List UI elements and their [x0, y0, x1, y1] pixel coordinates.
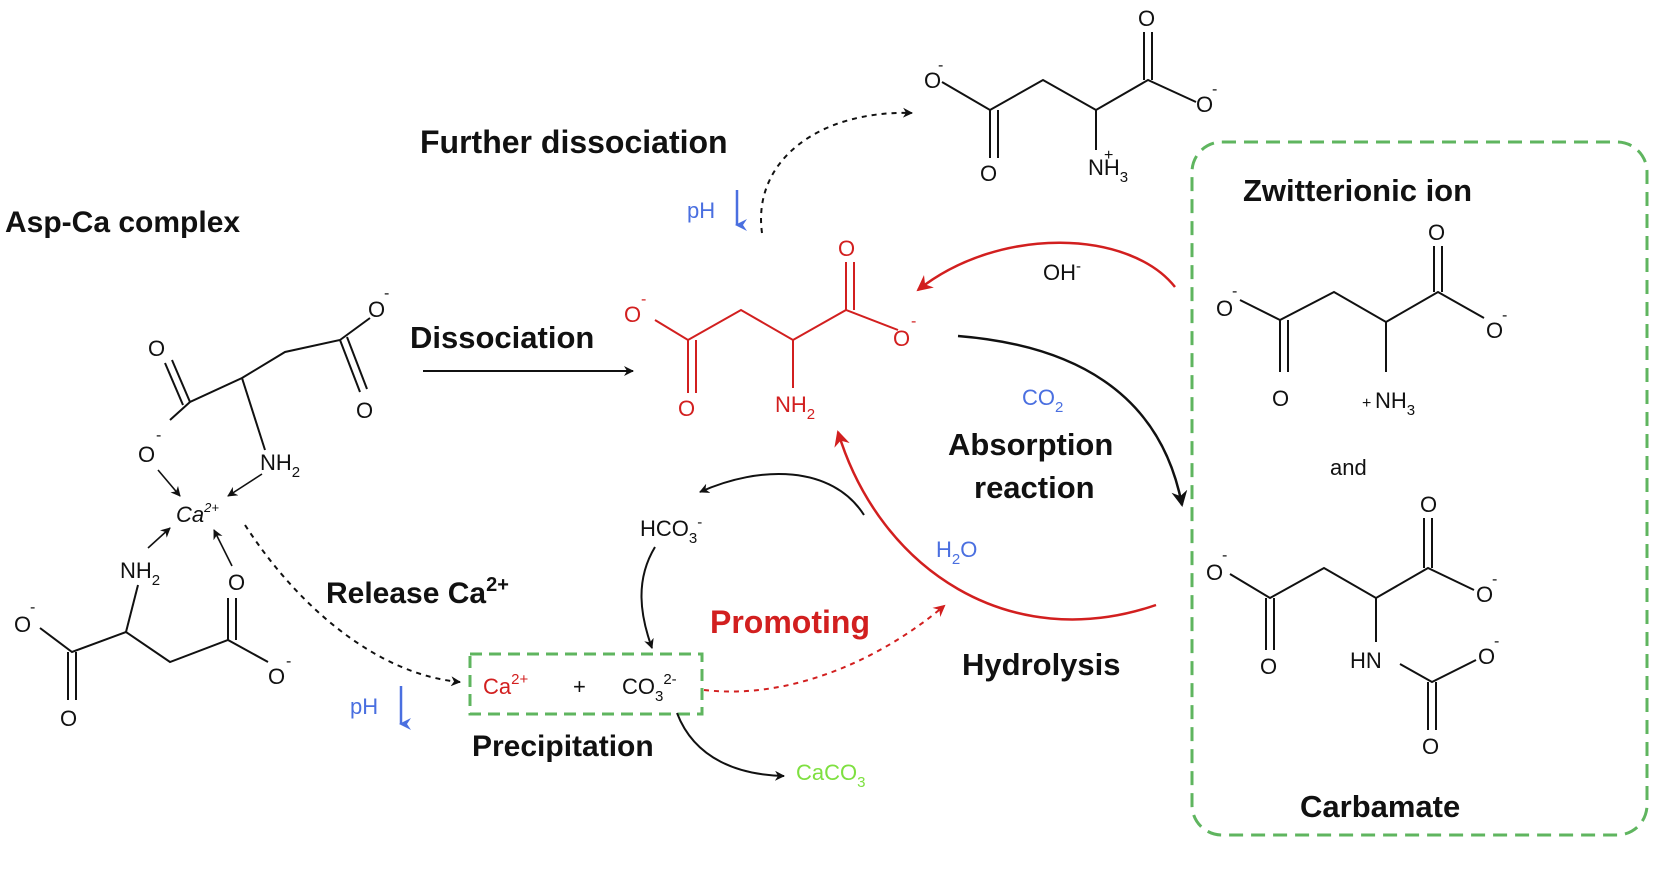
h2o-label: H2O	[936, 537, 977, 568]
precipitation-box	[468, 652, 704, 716]
svg-text:-: -	[1494, 633, 1499, 650]
ph-down-top: pH	[687, 190, 747, 231]
svg-text:O: O	[368, 297, 385, 322]
svg-text:NH2: NH2	[120, 558, 160, 589]
svg-text:O: O	[924, 68, 941, 93]
svg-text:+: +	[1104, 147, 1113, 164]
hco3-label: HCO3-	[640, 514, 702, 547]
aspartate-top	[941, 32, 1197, 158]
svg-text:O: O	[1138, 6, 1155, 31]
oh-label: OH-	[1043, 258, 1081, 285]
svg-text:O: O	[893, 326, 910, 351]
svg-text:-: -	[286, 653, 291, 670]
svg-text:NH3: NH3	[1375, 388, 1415, 419]
carbamate-molecule	[1229, 518, 1477, 730]
asp-ca-complex-label: Asp-Ca complex	[5, 206, 240, 239]
reaction-label: reaction	[974, 470, 1095, 505]
svg-text:O: O	[1260, 654, 1277, 679]
co3-label: CO32-	[622, 671, 677, 705]
zwitterion-atoms: O - O O O - + NH3	[1216, 220, 1507, 419]
svg-text:-: -	[938, 57, 943, 74]
svg-text:-: -	[156, 427, 161, 444]
svg-text:-: -	[1222, 547, 1227, 564]
svg-text:O: O	[1422, 734, 1439, 759]
carbamate-label: Carbamate	[1300, 789, 1460, 824]
svg-text:O: O	[624, 302, 641, 327]
promoting-label: Promoting	[710, 604, 870, 640]
svg-text:-: -	[384, 285, 389, 302]
caco3-arrow	[676, 712, 785, 781]
hco3-to-co3-arrow	[640, 546, 656, 649]
and-label: and	[1330, 455, 1367, 480]
promoting-arrow	[703, 604, 946, 693]
dissociation-label: Dissociation	[410, 320, 594, 355]
svg-text:O: O	[1476, 582, 1493, 607]
carbamate-atoms: O - O O O - HN O - O	[1206, 492, 1499, 759]
svg-text:NH2: NH2	[775, 392, 815, 423]
svg-text:O: O	[228, 570, 245, 595]
ph-text-bottom: pH	[350, 694, 378, 719]
products-box	[1190, 140, 1649, 837]
precipitation-label: Precipitation	[472, 730, 654, 763]
svg-text:O: O	[356, 398, 373, 423]
svg-text:O: O	[1420, 492, 1437, 517]
ph-down-bottom: pH	[350, 686, 411, 730]
svg-text:O: O	[138, 442, 155, 467]
svg-text:O: O	[1428, 220, 1445, 245]
svg-text:+: +	[1362, 395, 1371, 412]
aspartate-dianion-red	[654, 262, 899, 393]
svg-text:HN: HN	[1350, 648, 1382, 673]
svg-text:O: O	[1478, 644, 1495, 669]
release-ca-arrow	[244, 524, 461, 687]
svg-text:-: -	[911, 313, 916, 330]
asp-ca-complex-molecule	[39, 317, 371, 700]
svg-text:O: O	[1272, 386, 1289, 411]
svg-text:O: O	[14, 612, 31, 637]
svg-text:O: O	[1206, 560, 1223, 585]
svg-text:O: O	[838, 236, 855, 261]
svg-text:-: -	[1492, 571, 1497, 588]
plus-label: +	[573, 674, 586, 699]
oh-return-arrow	[916, 241, 1176, 292]
svg-text:-: -	[641, 291, 646, 308]
absorption-arrow	[957, 334, 1188, 507]
hydrolysis-arrow	[834, 430, 1157, 621]
svg-text:O: O	[1486, 318, 1503, 343]
further-dissociation-arrow	[760, 107, 913, 234]
coordination-arrows	[147, 469, 263, 567]
absorption-label: Absorption	[948, 427, 1113, 462]
aspartate-dianion-red-atoms: O - O O O - NH2	[624, 236, 916, 423]
ph-text-top: pH	[687, 198, 715, 223]
further-dissociation-label: Further dissociation	[420, 124, 728, 160]
ca-ion-label: Ca2+	[483, 671, 528, 699]
svg-text:O: O	[60, 706, 77, 731]
hco3-formation-arrow	[699, 473, 865, 516]
co2-label: CO2	[1022, 385, 1063, 416]
hydrolysis-label: Hydrolysis	[962, 647, 1121, 682]
svg-text:O: O	[1216, 296, 1233, 321]
caco3-label: CaCO3	[796, 760, 865, 791]
svg-text:NH2: NH2	[260, 450, 300, 481]
svg-text:O: O	[678, 396, 695, 421]
asp-ca-complex-atoms: O O - O O - NH2 Ca2+ NH2 O O - O O -	[14, 285, 389, 731]
svg-text:O: O	[268, 664, 285, 689]
release-ca-label: Release Ca2+	[326, 574, 509, 610]
svg-text:O: O	[980, 161, 997, 186]
svg-text:-: -	[1212, 81, 1217, 98]
svg-text:-: -	[30, 599, 35, 616]
svg-text:O: O	[148, 336, 165, 361]
aspartate-top-atoms: O - O O O - NH3 +	[924, 6, 1217, 186]
svg-text:NH3: NH3	[1088, 155, 1128, 186]
svg-text:Ca2+: Ca2+	[176, 500, 219, 527]
zwitterion-molecule	[1239, 246, 1485, 372]
zwitterionic-ion-label: Zwitterionic ion	[1243, 173, 1472, 208]
svg-text:-: -	[1502, 307, 1507, 324]
svg-text:-: -	[1232, 283, 1237, 300]
svg-text:O: O	[1196, 92, 1213, 117]
